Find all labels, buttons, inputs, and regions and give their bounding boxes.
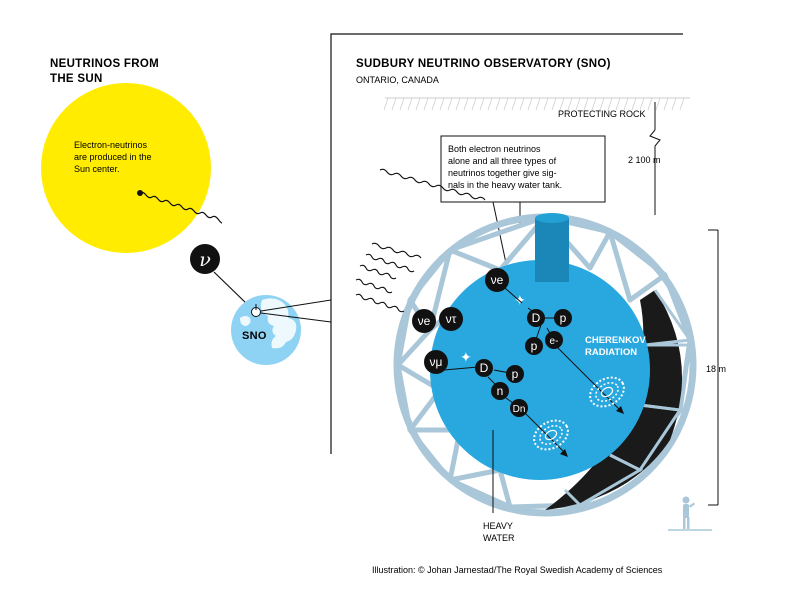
- chimney-top: [535, 213, 569, 223]
- particle-p1: [554, 309, 572, 327]
- dark-shell-grid: [563, 289, 693, 507]
- particle-nu-tau-label: ντ: [446, 312, 457, 326]
- left-title-line2: THE SUN: [50, 73, 103, 85]
- sun-text-line1: Electron-neutrinos: [74, 140, 148, 150]
- particle-D1: [527, 309, 545, 327]
- particle-nu-tau: [439, 307, 463, 331]
- cherenkov-arrow-1: [616, 406, 624, 414]
- rock-label: PROTECTING ROCK: [558, 109, 646, 119]
- particle-p2-label: p: [531, 339, 538, 353]
- particle-nu-e-top-label: νe: [491, 273, 504, 287]
- earth-continent: [260, 298, 297, 349]
- callout-line3: neutrinos together give sig-: [448, 168, 557, 178]
- particle-D2-label: D: [480, 361, 489, 375]
- cherenkov-arrow-2: [560, 449, 568, 457]
- callout-line2: alone and all three types of: [448, 156, 557, 166]
- particle-Dn-label: Dn: [513, 404, 526, 415]
- tank-chimney: [535, 218, 569, 282]
- earth-label: SNO: [242, 330, 267, 342]
- heavy-water-line2: WATER: [483, 533, 515, 543]
- callout-line4: nals in the heavy water tank.: [448, 180, 562, 190]
- particle-D2: [475, 359, 493, 377]
- nu-badge: [190, 244, 220, 274]
- particle-electron-label: e-: [550, 336, 559, 347]
- cherenkov-label-line1: CHERENKOV: [585, 335, 646, 346]
- nu-badge-symbol: ν: [199, 249, 211, 271]
- particle-p2: [525, 337, 543, 355]
- left-title-line1: NEUTRINOS FROM: [50, 58, 159, 70]
- particle-nu-e-top: [485, 268, 509, 292]
- sun-text-line2: are produced in the: [74, 152, 152, 162]
- spark-2: ✦: [460, 349, 472, 365]
- right-title: SUDBURY NEUTRINO OBSERVATORY (SNO): [356, 58, 611, 70]
- particle-nu-e-left-label: νe: [418, 314, 431, 328]
- sun-neutrino-wave: [139, 191, 223, 224]
- panel-bracket: [330, 33, 683, 454]
- connector-bottom: [260, 312, 332, 323]
- connector-top: [260, 299, 332, 312]
- heavy-water-line1: HEAVY: [483, 521, 513, 531]
- cherenkov-label-line2: RADIATION: [585, 347, 637, 358]
- particle-n-label: n: [497, 384, 504, 398]
- sun-text-line3: Sun center.: [74, 164, 120, 174]
- particle-nu-e-left: [412, 309, 436, 333]
- particle-Dn: [510, 399, 528, 417]
- particle-p3-label: p: [512, 367, 519, 381]
- cherenkov-cone-1: [589, 376, 625, 408]
- depth-break: [649, 129, 661, 147]
- particle-nu-mu-label: νμ: [430, 355, 443, 369]
- particle-p1-label: p: [560, 311, 567, 325]
- human-figure: [682, 496, 696, 529]
- protecting-rock: [383, 97, 690, 111]
- incoming-waves: [355, 168, 486, 313]
- earth-continent-2: [240, 316, 251, 326]
- heavy-water-tank: [430, 260, 650, 480]
- callout-line1: Both electron neutrinos: [448, 144, 541, 154]
- depth-label: 2 100 m: [628, 155, 661, 165]
- height-label: 18 m: [706, 364, 726, 374]
- cherenkov-cone-2: [533, 419, 569, 451]
- particle-D1-label: D: [532, 311, 541, 325]
- sun: [41, 83, 211, 253]
- nu-to-earth-arrow: [213, 271, 249, 306]
- particle-electron: [545, 331, 563, 349]
- callout-box: [440, 135, 606, 203]
- particle-n: [491, 382, 509, 400]
- particle-p3: [506, 365, 524, 383]
- right-subtitle: ONTARIO, CANADA: [356, 75, 439, 85]
- spark-1: ✦: [514, 292, 526, 308]
- credit: Illustration: © Johan Jarnestad/The Roya…: [372, 565, 663, 575]
- particle-nu-mu: [424, 350, 448, 374]
